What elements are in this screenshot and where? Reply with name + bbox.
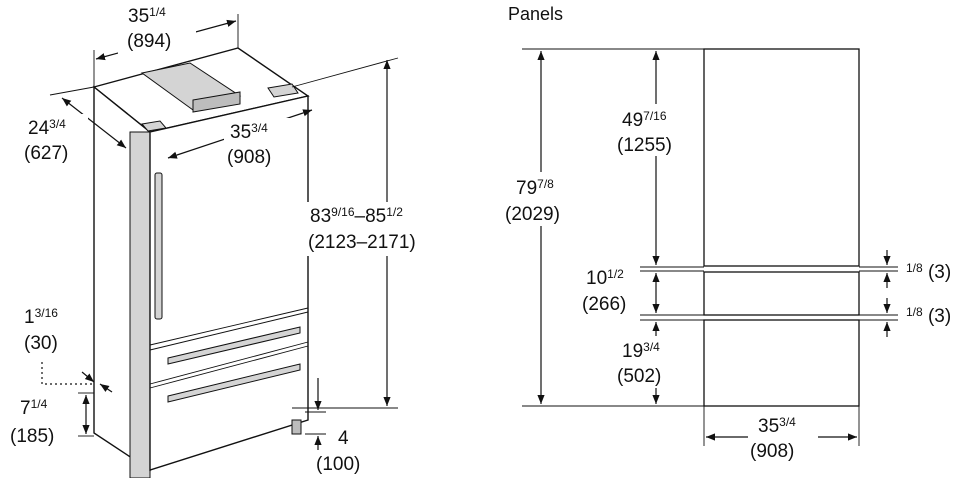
top-hinge-front — [192, 91, 241, 113]
dim-door-width: 353/4 (908) — [129, 109, 313, 168]
refrigerator-drawing — [92, 47, 310, 478]
dim-panel-upper: 497/16 (1255) — [612, 51, 692, 265]
svg-text:(502): (502) — [617, 366, 661, 387]
dim-leg-height: 4 (100) — [305, 378, 360, 475]
svg-text:(266): (266) — [582, 294, 626, 315]
svg-text:353/4: 353/4 — [230, 121, 268, 143]
svg-text:71/4: 71/4 — [20, 397, 48, 419]
door-handle — [154, 172, 163, 320]
panels-title: Panels — [508, 4, 563, 24]
dim-gap-lower: 1/8 (3) — [883, 298, 951, 337]
upper-panel — [703, 48, 860, 267]
svg-text:1/8 (3): 1/8 (3) — [906, 261, 951, 283]
svg-text:797/8: 797/8 — [516, 177, 554, 199]
svg-text:1/8 (3): 1/8 (3) — [906, 305, 951, 327]
svg-text:(908): (908) — [227, 147, 271, 168]
svg-text:101/2: 101/2 — [586, 267, 624, 289]
svg-text:193/4: 193/4 — [622, 340, 660, 362]
svg-text:(100): (100) — [316, 454, 360, 475]
door-edge — [129, 131, 151, 478]
svg-text:(627): (627) — [24, 143, 68, 164]
svg-text:(908): (908) — [750, 441, 794, 462]
svg-text:4: 4 — [338, 428, 349, 449]
dim-toekick-depth: 13/16 (30) — [24, 306, 113, 393]
top-hinge-right — [267, 83, 299, 98]
dim-panel-lower: 193/4 (502) — [612, 322, 692, 404]
svg-text:839/16–851/2: 839/16–851/2 — [310, 205, 403, 227]
panel-drawing — [703, 48, 860, 407]
svg-text:(185): (185) — [10, 426, 54, 447]
dim-panel-middle: 101/2 (266) — [582, 267, 660, 315]
dim-panel-total: 797/8 (2029) — [504, 51, 580, 404]
dim-toekick-height: 71/4 (185) — [10, 392, 94, 447]
dim-fridge-width: 351/4 (894) — [93, 2, 239, 87]
leg — [291, 419, 302, 435]
dim-fridge-height: 839/16–851/2 (2123–2171) — [291, 57, 464, 409]
svg-text:(2029): (2029) — [505, 204, 560, 225]
middle-panel — [703, 271, 860, 316]
upper-drawer-handle — [167, 326, 301, 365]
dim-panel-width: 353/4 (908) — [703, 406, 860, 462]
dim-fridge-depth: 243/4 (627) — [14, 86, 127, 164]
lower-panel — [703, 319, 860, 407]
svg-text:(1255): (1255) — [617, 135, 672, 156]
lower-drawer-handle — [167, 363, 301, 403]
svg-text:353/4: 353/4 — [758, 415, 796, 437]
svg-text:(2123–2171): (2123–2171) — [308, 232, 416, 253]
svg-text:(894): (894) — [127, 31, 171, 52]
svg-text:13/16: 13/16 — [24, 306, 58, 328]
svg-text:351/4: 351/4 — [128, 5, 166, 27]
svg-text:497/16: 497/16 — [622, 109, 667, 131]
svg-text:243/4: 243/4 — [28, 117, 66, 139]
svg-text:(30): (30) — [24, 333, 58, 354]
dim-gap-upper: 1/8 (3) — [883, 250, 951, 288]
